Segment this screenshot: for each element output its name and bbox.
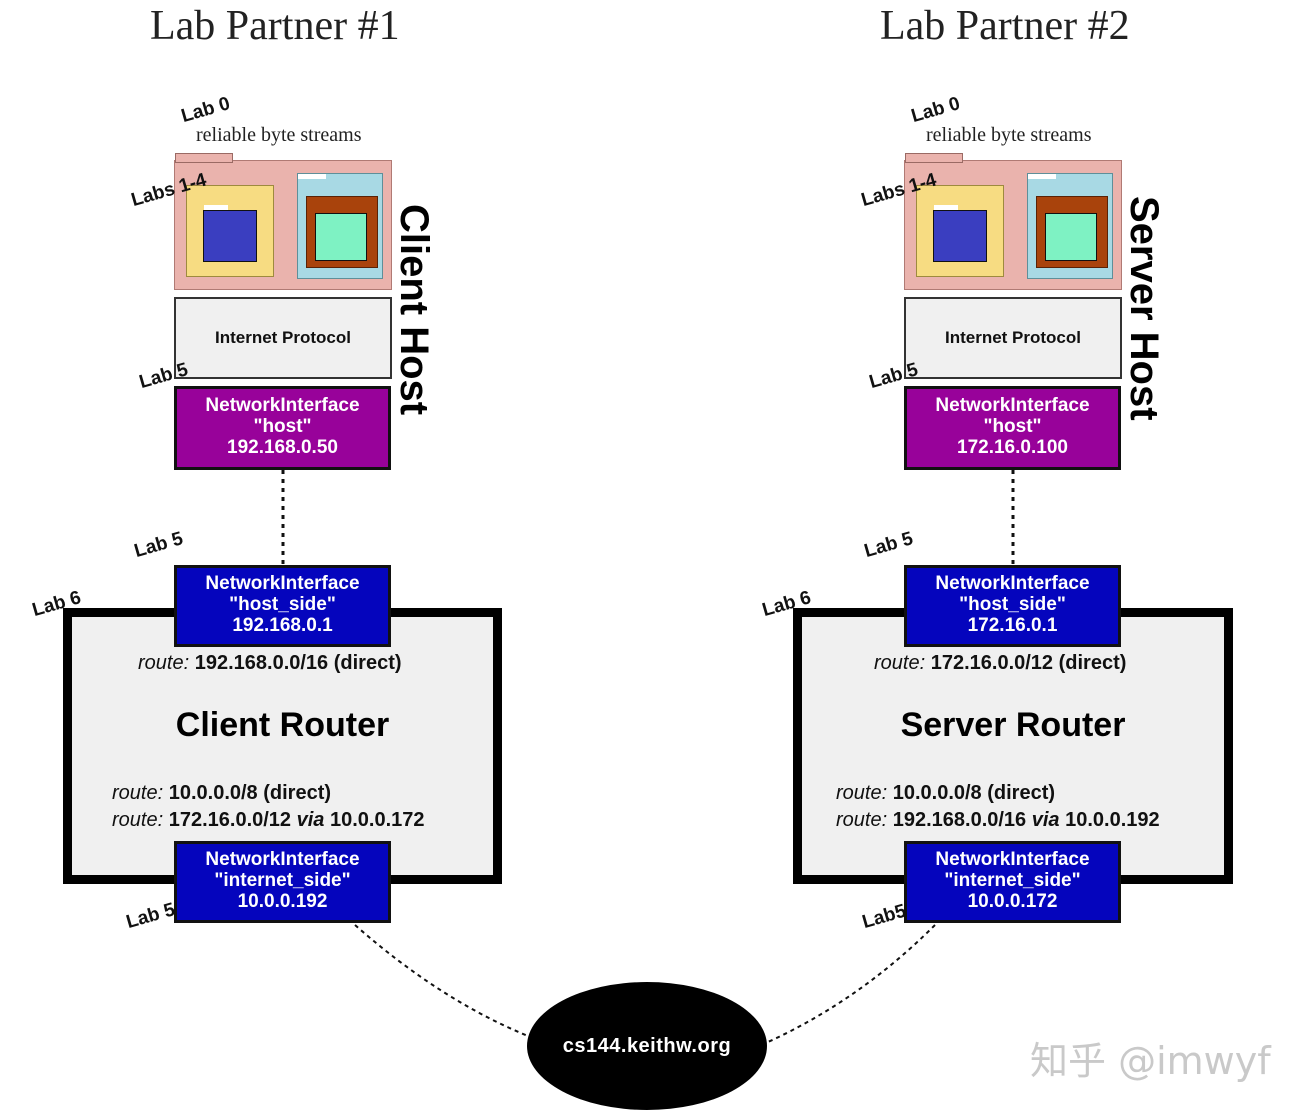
iface-side: "host" [253,416,312,437]
route-b: route: 192.168.0.0/16 via 10.0.0.192 [836,809,1160,832]
client-router-to-internet-link [354,924,529,1037]
iface-name: NetworkInterface [935,573,1090,594]
bytestream-receiver-box [315,213,367,261]
server-router-to-internet-link [767,924,936,1043]
internet-protocol-label: Internet Protocol [944,328,1081,347]
route-a: route: 10.0.0.0/8 (direct) [112,782,331,805]
route-keyword: route: [112,809,164,831]
client-router-title: Client Router [175,706,390,744]
route-prefix: 172.16.0.0/12 (direct) [930,652,1127,674]
host-network-interface[interactable]: NetworkInterface "host" 172.16.0.100 [904,386,1121,470]
iface-side: "host_side" [959,594,1066,615]
stream-reassembler-box [306,196,378,268]
route-b: route: 172.16.0.0/12 via 10.0.0.172 [112,809,425,832]
iface-side: "host_side" [229,594,336,615]
route-top: route: 172.16.0.0/12 (direct) [874,652,1126,675]
tcp-receiver-tab [1028,174,1056,179]
iface-side: "internet_side" [944,870,1081,891]
bytestream-sender-tab [934,205,958,210]
route-prefix: 10.0.0.0/8 (direct) [892,782,1056,804]
iface-name: NetworkInterface [205,573,360,594]
iface-ip: 10.0.0.172 [967,891,1058,912]
iface-ip: 172.16.0.100 [957,437,1068,458]
streams-label: reliable byte streams [196,124,362,146]
router-internet-side-interface[interactable]: NetworkInterface "internet_side" 10.0.0.… [904,841,1121,923]
iface-ip: 192.168.0.50 [227,437,338,458]
iface-name: NetworkInterface [205,395,360,416]
stream-reassembler-box [1036,196,1108,268]
internet-protocol-label: Internet Protocol [214,328,351,347]
route-keyword: route: [836,782,888,804]
router-host-side-interface[interactable]: NetworkInterface "host_side" 192.168.0.1 [174,565,391,647]
tcp-receiver-tab [298,174,326,179]
iface-name: NetworkInterface [205,849,360,870]
bytestream-sender-box [203,205,257,262]
internet-protocol-box: Internet Protocol [904,297,1122,379]
iface-name: NetworkInterface [935,395,1090,416]
partner-1-title: Lab Partner #1 [150,3,400,49]
tcp-receiver-box [297,173,383,279]
route-prefix: 192.168.0.0/16 [892,809,1027,831]
tcp-connection-tab [175,153,233,163]
route-a: route: 10.0.0.0/8 (direct) [836,782,1055,805]
internet-label: cs144.keithw.org [562,1034,732,1057]
tcp-connection-box [174,153,392,290]
tcp-receiver-box [1027,173,1113,279]
server-host-label: Server Host [1122,196,1166,421]
bytestream-sender-box [933,205,987,262]
partner-2-title: Lab Partner #2 [880,3,1130,49]
host-network-interface[interactable]: NetworkInterface "host" 192.168.0.50 [174,386,391,470]
tcp-sender-box [916,185,1004,277]
route-gateway: 10.0.0.192 [1065,809,1160,831]
route-prefix: 10.0.0.0/8 (direct) [168,782,332,804]
route-prefix: 192.168.0.0/16 (direct) [194,652,402,674]
route-prefix: 172.16.0.0/12 [168,809,292,831]
router-host-side-interface[interactable]: NetworkInterface "host_side" 172.16.0.1 [904,565,1121,647]
internet-cloud[interactable]: cs144.keithw.org [527,982,767,1110]
bytestream-receiver-box [1045,213,1097,261]
route-via: via [296,809,325,831]
route-via: via [1031,809,1060,831]
iface-side: "host" [983,416,1042,437]
iface-ip: 172.16.0.1 [967,615,1058,636]
route-gateway: 10.0.0.172 [330,809,425,831]
iface-side: "internet_side" [214,870,351,891]
internet-protocol-box: Internet Protocol [174,297,392,379]
route-keyword: route: [112,782,164,804]
iface-name: NetworkInterface [935,849,1090,870]
bytestream-sender-tab [204,205,228,210]
iface-ip: 192.168.0.1 [232,615,333,636]
watermark: 知乎 @imwyf [1030,1039,1271,1083]
route-top: route: 192.168.0.0/16 (direct) [138,652,402,675]
route-keyword: route: [874,652,926,674]
route-keyword: route: [836,809,888,831]
tcp-connection-tab [905,153,963,163]
tcp-connection-box [904,153,1122,290]
tcp-sender-box [186,185,274,277]
server-router-title: Server Router [900,706,1126,744]
iface-ip: 10.0.0.192 [237,891,328,912]
client-host-label: Client Host [392,204,436,416]
route-keyword: route: [138,652,190,674]
router-internet-side-interface[interactable]: NetworkInterface "internet_side" 10.0.0.… [174,841,391,923]
streams-label: reliable byte streams [926,124,1092,146]
